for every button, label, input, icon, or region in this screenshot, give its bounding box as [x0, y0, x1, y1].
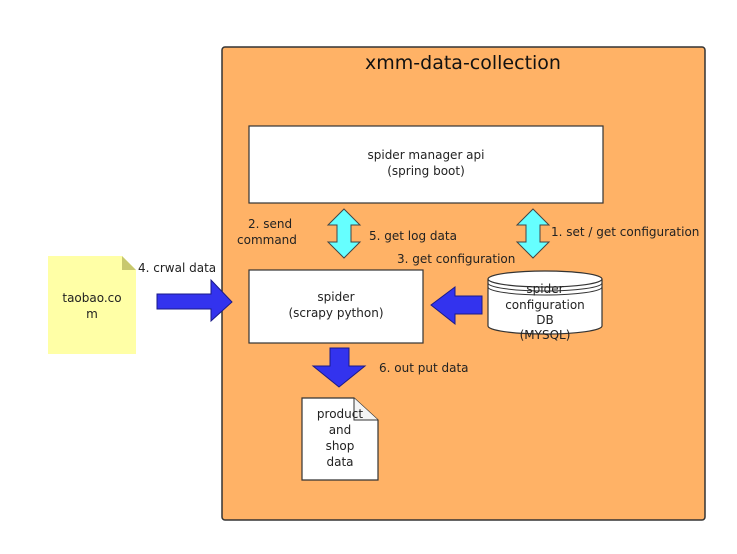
double-arrow-api-db: [515, 208, 551, 259]
api-box-title: spider manager api: [367, 148, 484, 162]
label-get-config: 3. get configuration: [397, 252, 515, 266]
spider-box: [248, 269, 424, 344]
arrow-taobao-to-spider: [156, 278, 233, 323]
api-box-subtitle: (spring boot): [387, 164, 465, 178]
label-send-command-1: 2. send: [248, 217, 292, 231]
note-label-line2: m: [86, 307, 98, 321]
doc-label-line1: product: [317, 407, 363, 421]
double-arrow-api-spider: [326, 208, 362, 259]
database-cylinder: [487, 270, 603, 335]
doc-label-line4: data: [326, 455, 353, 469]
arrow-db-to-spider: [430, 286, 483, 326]
taobao-note: [48, 256, 136, 354]
label-send-command-2: command: [237, 233, 297, 247]
db-label-line1: spider: [526, 282, 563, 296]
spider-box-subtitle: (scrapy python): [288, 306, 383, 320]
output-document: [301, 397, 379, 481]
note-label-line1: taobao.co: [62, 291, 121, 305]
db-label-line3: DB: [536, 313, 553, 327]
label-output-data: 6. out put data: [379, 361, 469, 375]
doc-label-line2: and: [329, 423, 352, 437]
spider-box-title: spider: [317, 290, 354, 304]
label-crawl-data: 4. crwal data: [138, 261, 216, 275]
db-label-line4: (MYSQL): [520, 328, 571, 342]
doc-label-line3: shop: [326, 439, 355, 453]
label-set-get-config: 1. set / get configuration: [551, 225, 699, 239]
db-label-line2: configuration: [505, 298, 585, 312]
api-box: [248, 125, 604, 204]
container-title: xmm-data-collection: [365, 52, 561, 74]
label-get-log-data: 5. get log data: [369, 229, 457, 243]
arrow-spider-to-output: [311, 347, 367, 388]
